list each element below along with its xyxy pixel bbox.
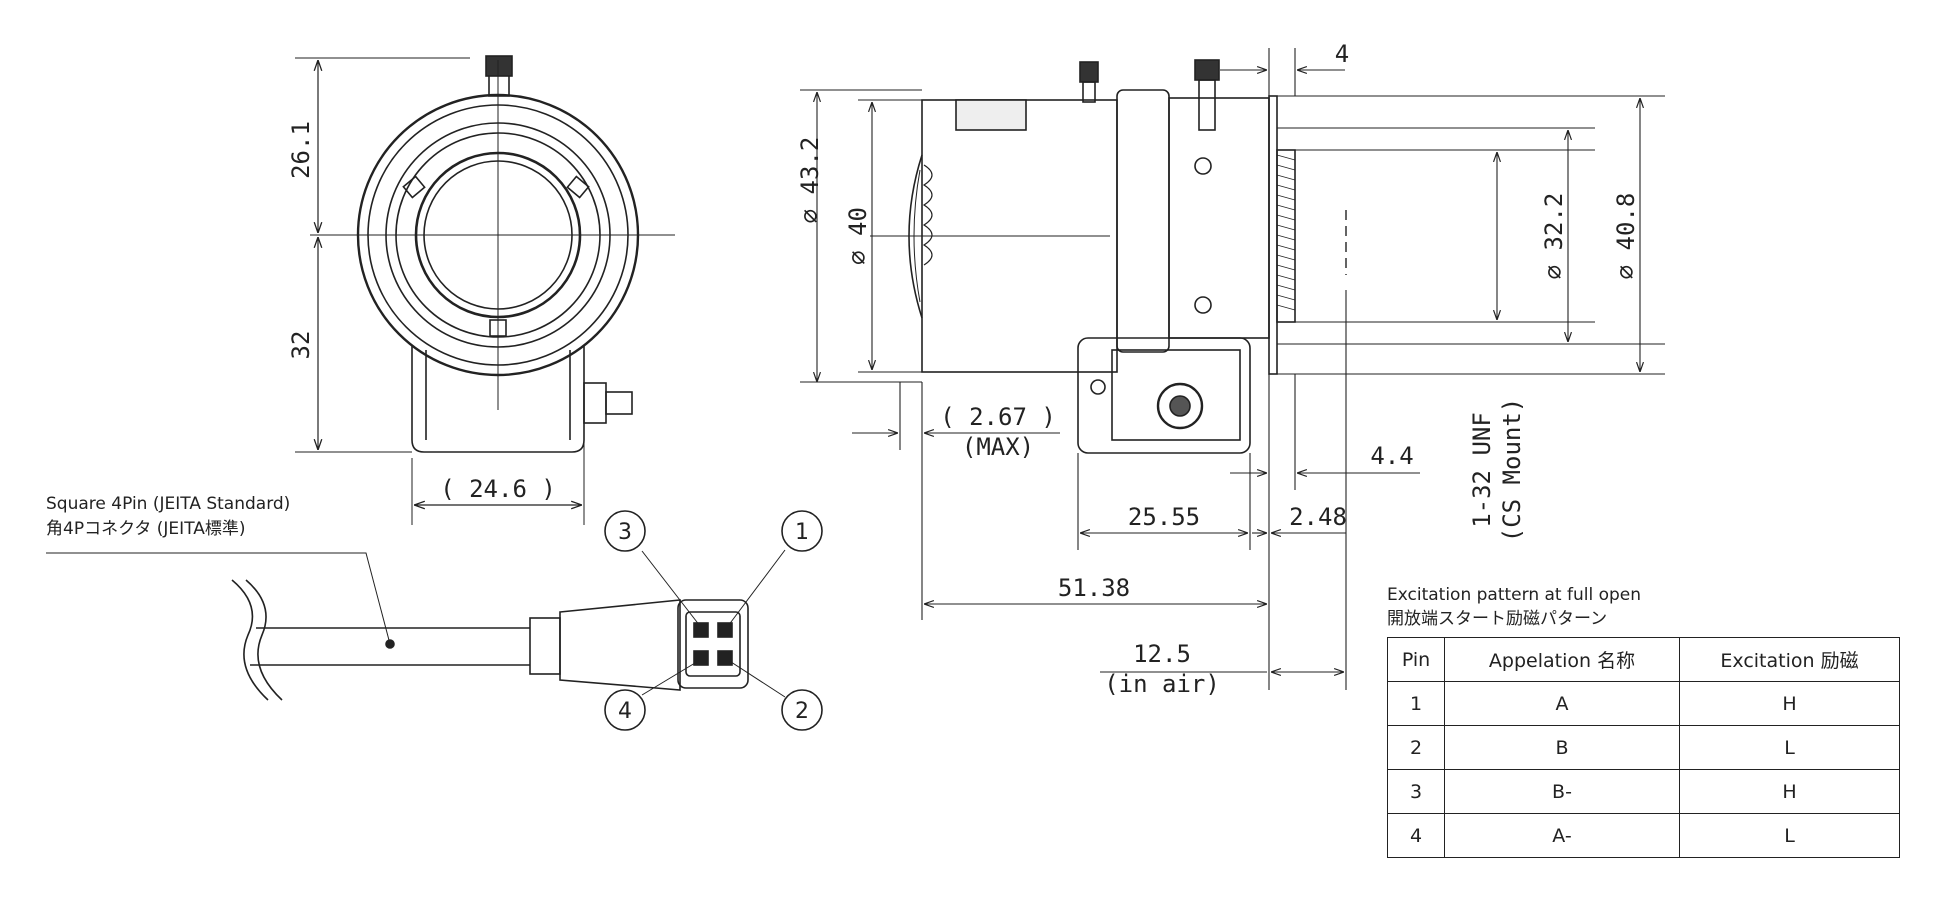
table-cell: 4 — [1387, 813, 1445, 858]
dim-back-focus-note: (in air) — [1104, 670, 1220, 698]
pin-callout-circle — [781, 510, 823, 552]
front-dimensions — [318, 60, 582, 505]
front-tab — [566, 175, 590, 199]
pin-callout-circle — [781, 689, 823, 731]
pin-leader — [727, 549, 786, 627]
connector-pin-contact — [717, 622, 733, 638]
dim-flange-thickness: 2.48 — [1289, 503, 1347, 531]
table-header-appelation: Appelation 名称 — [1444, 637, 1680, 682]
front-connector-stub — [583, 382, 607, 424]
connector-label-jp: 角4Pコネクタ (JEITA標準) — [46, 519, 246, 539]
side-view — [870, 59, 1347, 454]
cable-outline — [245, 579, 283, 701]
side-motor-inner — [1111, 349, 1241, 441]
dim-flange-gap: 4 — [1335, 40, 1349, 68]
pin-callout-4: 4 — [618, 699, 632, 724]
side-screw — [1194, 157, 1212, 175]
excitation-table: Pin Appelation 名称 Excitation 励磁 1 A H 2 … — [1387, 637, 1900, 858]
table-cell: 3 — [1387, 769, 1445, 814]
connector-pin-contact — [693, 622, 709, 638]
table-row: 2 B L — [1387, 725, 1900, 770]
front-body-outline — [411, 345, 585, 453]
side-grip-ridges — [922, 164, 933, 266]
table-cell: A — [1444, 681, 1680, 726]
table-cell: H — [1679, 769, 1900, 814]
table-header-pin: Pin — [1387, 637, 1445, 682]
table-cell: A- — [1444, 813, 1680, 858]
table-cell: H — [1679, 681, 1900, 726]
table-cell: B — [1444, 725, 1680, 770]
excitation-caption-en: Excitation pattern at full open — [1387, 585, 1642, 605]
connector-housing — [559, 599, 681, 691]
dim-thread-depth: 4.4 — [1370, 442, 1413, 470]
dim-mount-inner-diameter: ⌀ 32.2 — [1540, 193, 1568, 280]
dim-mount-outer-diameter: ⌀ 40.8 — [1612, 193, 1640, 280]
pin-callout-2: 2 — [795, 699, 809, 724]
connector-drawing — [46, 510, 823, 731]
dim-front-protrusion-note: (MAX) — [962, 433, 1034, 461]
side-flange — [1268, 95, 1278, 375]
side-motor-port — [1156, 382, 1204, 430]
pin-leader — [641, 550, 701, 627]
dim-lower-height: 32 — [287, 331, 315, 360]
side-knob-left-stem — [1082, 81, 1096, 103]
side-mount-thread — [1276, 149, 1296, 323]
side-screw — [1194, 296, 1212, 314]
pin-leader — [641, 659, 701, 696]
table-header-excitation: Excitation 励磁 — [1679, 637, 1900, 682]
dim-body-length: 25.55 — [1128, 503, 1200, 531]
side-focus-ring — [1116, 89, 1170, 353]
connector-pin-contact — [717, 650, 733, 666]
front-top-knob-base — [488, 73, 510, 97]
table-row: 3 B- H — [1387, 769, 1900, 814]
side-label-plate — [955, 99, 1027, 131]
dim-total-length: 51.38 — [1058, 574, 1130, 602]
table-cell: L — [1679, 725, 1900, 770]
excitation-table-block: Excitation pattern at full open 開放端スタート励… — [1387, 583, 1900, 858]
front-top-knob — [485, 55, 513, 77]
front-tab — [402, 175, 426, 199]
cable-outline — [231, 579, 269, 701]
pin-leader — [727, 659, 786, 698]
table-row: 4 A- L — [1387, 813, 1900, 858]
side-rear-body — [1168, 97, 1270, 339]
dim-upper-height: 26.1 — [287, 121, 315, 179]
front-view — [295, 55, 675, 525]
side-knob-right — [1194, 59, 1220, 81]
dim-thread-spec: 1-32 UNF — [1468, 412, 1496, 528]
dim-front-diameter: ⌀ 40 — [844, 207, 872, 265]
pin-callout-circle — [604, 510, 646, 552]
dim-mount-type: (CS Mount) — [1498, 398, 1526, 543]
connector-head-inner — [685, 611, 741, 677]
table-cell: 1 — [1387, 681, 1445, 726]
pin-callout-circle — [604, 689, 646, 731]
side-thread-pattern — [1276, 154, 1296, 311]
side-motor-port-inner — [1169, 395, 1191, 417]
connector-label-en: Square 4Pin (JEITA Standard) — [46, 494, 290, 514]
table-row: 1 A H — [1387, 681, 1900, 726]
side-motor-housing — [1077, 337, 1251, 454]
side-dimensions — [800, 48, 1665, 690]
front-connector-tip — [605, 391, 633, 415]
pin-callout-3: 3 — [618, 520, 632, 545]
dim-front-protrusion: ( 2.67 ) — [940, 403, 1056, 431]
connector-ferrule — [529, 617, 561, 675]
dim-outer-diameter: ⌀ 43.2 — [796, 137, 824, 224]
table-cell: B- — [1444, 769, 1680, 814]
dim-back-focus: 12.5 — [1133, 640, 1191, 668]
table-header-row: Pin Appelation 名称 Excitation 励磁 — [1387, 637, 1900, 682]
side-motor-screw — [1090, 379, 1106, 395]
dim-body-width: ( 24.6 ) — [440, 475, 556, 503]
connector-head-outer — [677, 599, 749, 689]
table-cell: L — [1679, 813, 1900, 858]
table-cell: 2 — [1387, 725, 1445, 770]
pin-callout-1: 1 — [795, 520, 809, 545]
connector-leader-line — [46, 552, 391, 645]
side-knob-left — [1079, 61, 1099, 83]
excitation-caption-jp: 開放端スタート励磁パターン — [1387, 609, 1608, 629]
connector-leader-dot — [385, 639, 395, 649]
side-knob-right-stem — [1198, 79, 1216, 131]
